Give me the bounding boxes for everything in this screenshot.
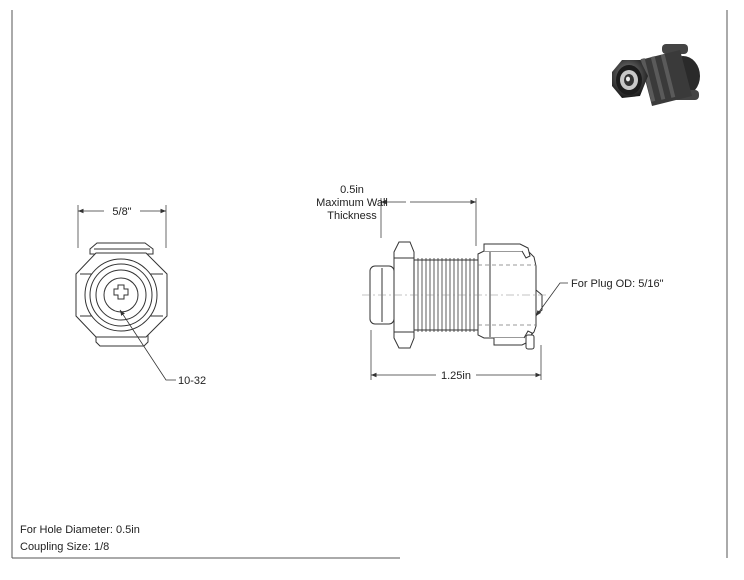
plug-od-callout: For Plug OD: 5/16" <box>571 278 664 290</box>
wall-thickness-value: 0.5in <box>340 184 364 196</box>
isometric-thumbnail <box>612 44 700 106</box>
overall-length-dimension: 1.25in <box>441 370 471 382</box>
coupling-size-note: Coupling Size: 1/8 <box>20 541 110 553</box>
thread-callout: 10-32 <box>178 375 206 387</box>
side-view <box>362 198 568 380</box>
wall-thickness-label-line2: Thickness <box>327 210 377 222</box>
sheet-border <box>11 10 728 559</box>
front-width-dimension: 5/8" <box>112 206 131 218</box>
front-view <box>75 205 176 381</box>
wall-thickness-label-line1: Maximum Wall <box>316 197 388 209</box>
hole-diameter-note: For Hole Diameter: 0.5in <box>20 524 140 536</box>
